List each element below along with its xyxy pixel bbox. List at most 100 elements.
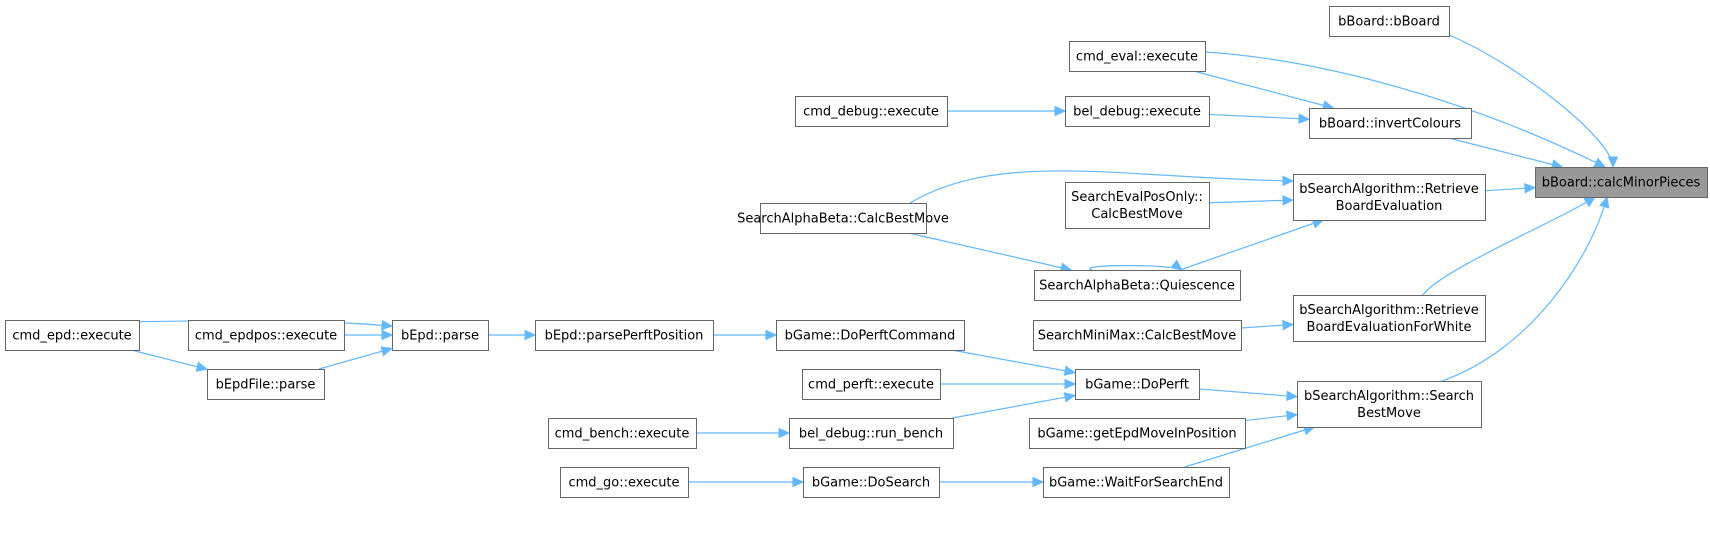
node-bBoard_ctor[interactable]: bBoard::bBoard xyxy=(1329,6,1450,37)
node-AlphaBetaCalcBestMove[interactable]: SearchAlphaBeta::CalcBestMove xyxy=(737,203,949,234)
node-box xyxy=(1309,108,1472,139)
edge-DoPerftCommand-to-DoPerft xyxy=(951,349,1077,376)
node-label: cmd_eval::execute xyxy=(1076,50,1198,65)
node-cmd_eval_execute[interactable]: cmd_eval::execute xyxy=(1069,41,1206,72)
edge-arrowhead xyxy=(524,329,537,341)
edge-cmd_eval_execute-to-invertColours xyxy=(1193,70,1335,111)
edge-RetrieveBoardEvaluation-to-calcMinorPieces xyxy=(1484,182,1537,194)
node-DoPerft[interactable]: bGame::DoPerft xyxy=(1075,369,1200,400)
node-label: SearchEvalPosOnly:: xyxy=(1071,190,1203,205)
node-RetrieveForWhite[interactable]: bSearchAlgorithm::RetrieveBoardEvaluatio… xyxy=(1293,295,1486,342)
edge-line xyxy=(1193,70,1334,109)
edge-line xyxy=(952,394,1076,419)
node-box xyxy=(535,320,714,351)
node-label: bGame::DoSearch xyxy=(812,476,930,491)
edge-arrowhead xyxy=(381,319,394,331)
node-box xyxy=(548,418,697,449)
node-label: cmd_bench::execute xyxy=(555,427,690,442)
node-box xyxy=(795,96,948,127)
edge-arrowhead xyxy=(1607,156,1619,169)
edge-line xyxy=(1422,196,1596,296)
node-bEpd_parse[interactable]: bEpd::parse xyxy=(392,320,489,351)
edge-arrowhead xyxy=(1063,392,1077,403)
edge-arrowhead xyxy=(1285,410,1299,422)
node-label: SearchAlphaBeta::Quiescence xyxy=(1039,279,1235,294)
node-label: cmd_perft::execute xyxy=(808,378,934,393)
edge-AlphaBetaCalcBestMove-to-Quiescence xyxy=(908,232,1073,273)
node-invertColours[interactable]: bBoard::invertColours xyxy=(1309,108,1472,139)
node-Quiescence[interactable]: SearchAlphaBeta::Quiescence xyxy=(1034,270,1241,301)
nodes-layer: bBoard::calcMinorPieces bBoard::bBoardcmd… xyxy=(5,6,1708,498)
edge-line xyxy=(1448,137,1563,168)
node-label: cmd_go::execute xyxy=(568,476,679,491)
edge-line xyxy=(131,349,208,370)
node-label: BoardEvaluation xyxy=(1336,199,1443,214)
edge-arrowhead xyxy=(1282,319,1295,331)
edge-arrowhead xyxy=(778,427,791,439)
node-label: BestMove xyxy=(1357,406,1421,421)
node-cmd_epdpos_execute[interactable]: cmd_epdpos::execute xyxy=(188,320,345,351)
node-label: bEpd::parsePerftPosition xyxy=(545,329,704,344)
node-bEpdFile_parse[interactable]: bEpdFile::parse xyxy=(207,369,325,400)
edge-bEpdFile_parse-to-bEpd_parse xyxy=(318,346,394,370)
node-SearchEvalPosOnly[interactable]: SearchEvalPosOnly::CalcBestMove xyxy=(1065,182,1210,229)
node-box xyxy=(802,369,941,400)
node-box xyxy=(776,320,965,351)
node-bel_debug_execute[interactable]: bel_debug::execute xyxy=(1065,96,1210,127)
node-box xyxy=(789,418,954,449)
edge-arrowhead xyxy=(1282,195,1295,206)
edge-line xyxy=(909,170,1294,204)
edge-cmd_eval_execute-to-calcMinorPieces xyxy=(1204,51,1607,168)
node-label: CalcBestMove xyxy=(1091,207,1182,222)
edge-parsePerftPosition-to-DoPerftCommand xyxy=(713,329,778,341)
node-label: bBoard::calcMinorPieces xyxy=(1542,176,1701,191)
node-cmd_go_execute[interactable]: cmd_go::execute xyxy=(560,467,689,498)
node-box xyxy=(760,203,927,234)
node-label: bSearchAlgorithm::Retrieve xyxy=(1299,303,1479,318)
edge-arrowhead xyxy=(1054,105,1067,117)
node-WaitForSearchEnd[interactable]: bGame::WaitForSearchEnd xyxy=(1043,467,1230,498)
edge-getEpdMove-to-SearchBestMove xyxy=(1244,410,1299,422)
node-cmd_debug_execute[interactable]: cmd_debug::execute xyxy=(795,96,948,127)
node-calcMinorPieces[interactable]: bBoard::calcMinorPieces xyxy=(1535,167,1708,198)
edge-line xyxy=(1441,196,1608,382)
node-box xyxy=(207,369,325,400)
edge-arrowhead xyxy=(1286,390,1299,402)
edge-bEpd_parse-to-parsePerftPosition xyxy=(488,329,537,341)
node-label: BoardEvaluationForWhite xyxy=(1307,320,1472,335)
node-parsePerftPosition[interactable]: bEpd::parsePerftPosition xyxy=(535,320,714,351)
edge-arrowhead xyxy=(792,476,805,488)
node-DoPerftCommand[interactable]: bGame::DoPerftCommand xyxy=(776,320,965,351)
edge-line xyxy=(1184,426,1315,468)
node-box xyxy=(1535,167,1708,198)
edge-arrowhead xyxy=(1298,113,1311,124)
node-label: SearchAlphaBeta::CalcBestMove xyxy=(737,212,949,227)
node-getEpdMove[interactable]: bGame::getEpdMoveInPosition xyxy=(1029,418,1246,449)
node-box xyxy=(1034,270,1241,301)
node-label: bel_debug::execute xyxy=(1073,105,1201,120)
edge-cmd_perft_execute-to-DoPerft xyxy=(940,378,1077,390)
edge-arrowhead xyxy=(1593,157,1607,168)
node-box xyxy=(1033,320,1242,351)
edge-line xyxy=(908,232,1072,271)
edge-arrowhead xyxy=(380,346,394,357)
node-DoSearch[interactable]: bGame::DoSearch xyxy=(803,467,940,498)
edge-MiniMax-to-RetrieveForWhite xyxy=(1240,319,1295,331)
edge-arrowhead xyxy=(1170,259,1183,271)
node-run_bench[interactable]: bel_debug::run_bench xyxy=(789,418,954,449)
node-label: cmd_debug::execute xyxy=(803,105,939,120)
node-cmd_bench_execute[interactable]: cmd_bench::execute xyxy=(548,418,697,449)
node-label: bSearchAlgorithm::Retrieve xyxy=(1299,182,1479,197)
node-RetrieveBoardEvaluation[interactable]: bSearchAlgorithm::RetrieveBoardEvaluatio… xyxy=(1293,174,1486,221)
node-cmd_epd_execute[interactable]: cmd_epd::execute xyxy=(5,320,140,351)
edge-arrowhead xyxy=(1064,378,1077,390)
node-label: bSearchAlgorithm::Search xyxy=(1304,389,1474,404)
node-MiniMax[interactable]: SearchMiniMax::CalcBestMove xyxy=(1033,320,1242,351)
edge-line xyxy=(318,347,393,370)
node-box xyxy=(1029,418,1246,449)
node-cmd_perft_execute[interactable]: cmd_perft::execute xyxy=(802,369,941,400)
edge-invertColours-to-calcMinorPieces xyxy=(1448,137,1564,170)
